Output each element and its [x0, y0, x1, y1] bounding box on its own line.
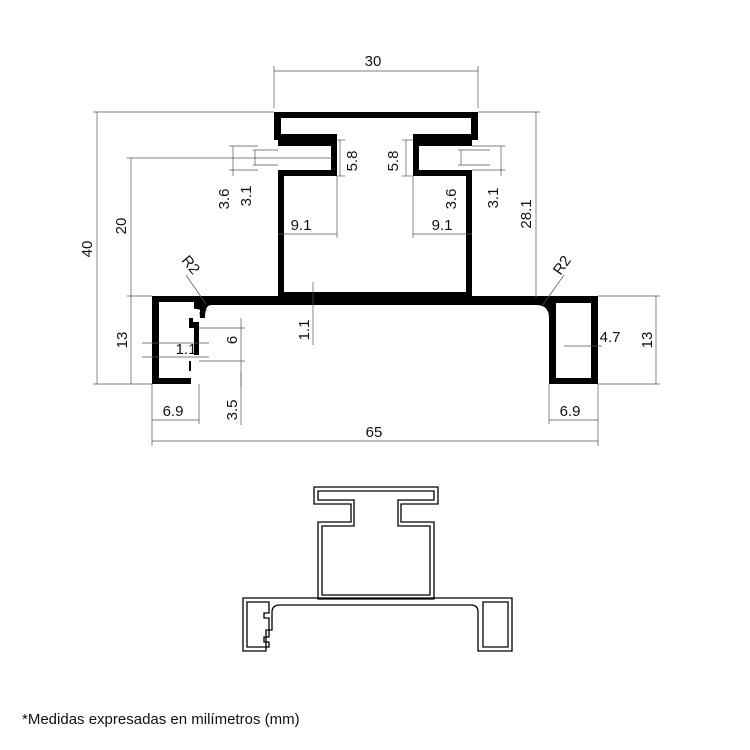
profile-outline-view [242, 486, 513, 652]
dim-3-1-left: 3.1 [238, 186, 255, 207]
right-hook [413, 140, 472, 176]
dim-5-8-left: 5.8 [344, 151, 361, 172]
left-hook [278, 140, 337, 176]
dim-foot-left-height: 13 [114, 332, 131, 349]
dim-9-1-right: 9.1 [432, 217, 453, 234]
dim-slot-depth: 28.1 [518, 199, 535, 228]
dim-foot-right-height: 13 [639, 332, 656, 349]
left-foot-bottom-gap [191, 371, 199, 384]
right-foot-hollow [556, 303, 591, 378]
dim-radius-left: R2 [178, 252, 203, 278]
dim-wall-1-1: 1.1 [296, 320, 313, 341]
dim-3-6-left: 3.6 [216, 189, 233, 210]
dim-20: 20 [113, 218, 130, 235]
dim-5-8-right: 5.8 [385, 151, 402, 172]
dim-top-width: 30 [365, 53, 382, 70]
dim-radius-right: R2 [550, 253, 575, 278]
dim-3-1-right: 3.1 [485, 188, 502, 209]
outline-base [242, 597, 513, 652]
left-foot-hollow [159, 302, 194, 378]
dim-3-6-right: 3.6 [443, 189, 460, 210]
dim-foot-left-width: 6.9 [163, 403, 184, 420]
dim-foot-gap-6: 6 [224, 336, 241, 344]
base-plate [152, 296, 598, 384]
dim-total-height: 40 [79, 241, 96, 258]
dim-foot-lip-1-1: 1.1 [176, 341, 197, 358]
profile-section [152, 112, 598, 384]
dim-foot-right-width: 6.9 [560, 403, 581, 420]
dim-foot-right-inner: 4.7 [600, 329, 621, 346]
dim-bottom-width: 65 [366, 424, 383, 441]
outline-top [313, 486, 439, 600]
footnote: *Medidas expresadas en milímetros (mm) [22, 711, 300, 728]
dimension-lines [93, 66, 660, 446]
dim-9-1-left: 9.1 [291, 217, 312, 234]
dim-foot-lip-3-5: 3.5 [224, 400, 241, 421]
dimension-labels: 30 40 28.1 20 5.8 5.8 3.6 3.1 3.6 3.1 9.… [79, 53, 656, 441]
